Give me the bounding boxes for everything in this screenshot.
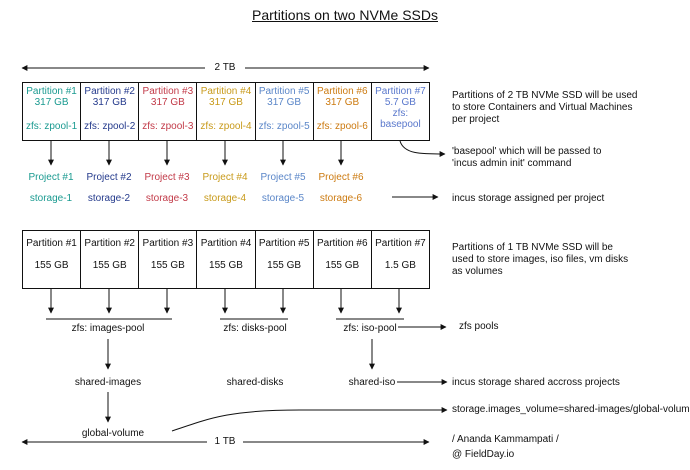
partition-2tb-2: Partition #2 317 GB zfs: zpool-2 [81,83,140,140]
storage-4: storage-4 [203,193,247,204]
note-storage-per-project: incus storage assigned per project [452,193,605,204]
page-title: Partitions on two NVMe SSDs [252,7,438,23]
partition-size: 317 GB [325,97,360,108]
pool-images: zfs: images-pool [71,323,145,334]
partition-pool: zfs: zpool-5 [258,121,310,132]
partition-size: 155 GB [92,260,127,271]
partition-2tb-7: Partition #7 5.7 GB zfs: basepool [372,83,429,140]
credit-author: / Ananda Kammampati / [452,434,559,445]
partition-pool: zfs: zpool-2 [84,121,136,132]
partition-1tb-7: Partition #7 1.5 GB [372,231,429,288]
project-6: Project #6 [318,172,364,183]
project-1: Project #1 [28,172,74,183]
partition-size: 317 GB [34,97,69,108]
partition-name: Partition #1 [26,86,77,97]
partition-size: 317 GB [150,97,185,108]
partition-name: Partition #4 [200,86,252,97]
partition-size: 1.5 GB [384,260,416,271]
partition-size: 155 GB [34,260,69,271]
storage-3: storage-3 [145,193,189,204]
partition-1tb-6: Partition #6 155 GB [314,231,372,288]
size-label-1tb: 1 TB [207,436,243,448]
shared-iso: shared-iso [348,377,396,388]
partition-1tb-1: Partition #1 155 GB [23,231,82,288]
partition-pool: zfs: zpool-1 [26,121,78,132]
partition-size: 155 GB [209,260,243,271]
note-1tb-partitions: Partitions of 1 TB NVMe SSD will be used… [452,242,629,277]
partition-size: 317 GB [267,97,302,108]
ssd-2tb-partition-row: Partition #1 317 GB zfs: zpool-1 Partiti… [22,82,430,141]
partition-1tb-3: Partition #3 155 GB [139,231,198,288]
partition-size: 5.7 GB [384,97,416,108]
arrow-global-config [171,407,448,432]
partition-name: Partition #1 [26,238,77,249]
partition-pool: zfs: zpool-6 [316,121,368,132]
project-5: Project #5 [260,172,306,183]
project-2: Project #2 [86,172,132,183]
note-images-volume-config: storage.images_volume=shared-images/glob… [452,404,690,415]
partition-name: Partition #7 [375,238,426,249]
partition-name: Partition #6 [316,238,368,249]
partition-name: Partition #2 [84,238,135,249]
project-4: Project #4 [202,172,248,183]
partition-size: 317 GB [92,97,127,108]
partition-2tb-1: Partition #1 317 GB zfs: zpool-1 [23,83,82,140]
note-basepool: 'basepool' which will be passed to 'incu… [452,146,602,169]
partition-size: 155 GB [325,260,360,271]
partition-name: Partition #7 [375,86,426,97]
project-3: Project #3 [144,172,190,183]
ssd-1tb-partition-row: Partition #1 155 GB Partition #2 155 GB … [22,230,430,289]
partition-2tb-6: Partition #6 317 GB zfs: zpool-6 [314,83,372,140]
note-shared-storage: incus storage shared accross projects [452,377,620,388]
size-label-2tb: 2 TB [205,62,245,74]
partition-1tb-5: Partition #5 155 GB [256,231,314,288]
partition-2tb-5: Partition #5 317 GB zfs: zpool-5 [256,83,314,140]
note-zfs-pools: zfs pools [459,321,499,332]
partition-size: 317 GB [209,97,243,108]
partition-pool: zfs: zpool-3 [142,121,194,132]
storage-6: storage-6 [319,193,363,204]
pool-iso: zfs: iso-pool [343,323,397,334]
partition-1tb-2: Partition #2 155 GB [81,231,140,288]
partition-name: Partition #6 [316,86,368,97]
partition-name: Partition #5 [258,238,310,249]
partition-size: 155 GB [150,260,185,271]
partition-size: 155 GB [267,260,302,271]
partition-pool-line2: basepool [380,119,421,130]
shared-disks: shared-disks [226,377,284,388]
partition-name: Partition #5 [258,86,310,97]
partition-1tb-4: Partition #4 155 GB [197,231,256,288]
pool-disks: zfs: disks-pool [223,323,287,334]
partition-name: Partition #4 [200,238,252,249]
partition-pool-line1: zfs: [392,108,409,119]
storage-2: storage-2 [87,193,131,204]
note-2tb-partitions: Partitions of 2 TB NVMe SSD will be used… [452,90,638,125]
partition-pool: zfs: zpool-4 [200,121,252,132]
storage-5: storage-5 [261,193,305,204]
arrow-basepool-note [399,140,446,157]
storage-1: storage-1 [29,193,73,204]
partition-name: Partition #3 [142,238,194,249]
shared-images: shared-images [74,377,142,388]
partition-2tb-4: Partition #4 317 GB zfs: zpool-4 [197,83,256,140]
partition-name: Partition #3 [142,86,194,97]
credit-site: @ FieldDay.io [452,449,515,460]
partition-2tb-3: Partition #3 317 GB zfs: zpool-3 [139,83,198,140]
global-volume: global-volume [81,428,145,439]
partition-name: Partition #2 [84,86,135,97]
